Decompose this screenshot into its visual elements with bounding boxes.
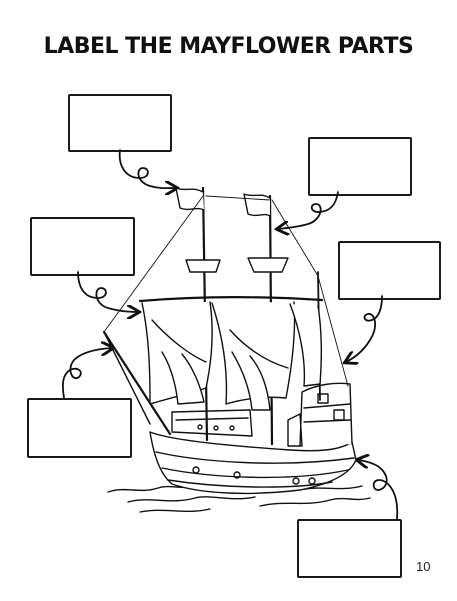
arrow-middle-left (77, 271, 138, 312)
arrow-bottom-right (358, 460, 399, 520)
arrow-top-left (118, 149, 176, 188)
ship-drawing (102, 186, 371, 513)
arrow-middle-right (346, 295, 383, 362)
label-box-bottom-left[interactable] (27, 398, 132, 458)
label-box-middle-left[interactable] (30, 217, 135, 276)
label-box-top-left[interactable] (68, 94, 172, 152)
arrow-bottom-left (62, 348, 112, 399)
label-box-bottom-right[interactable] (297, 519, 402, 578)
label-box-middle-right[interactable] (338, 241, 441, 300)
label-box-top-right[interactable] (308, 137, 412, 196)
arrow-top-right (278, 191, 339, 229)
page-number: 10 (416, 559, 431, 574)
worksheet-title: LABEL THE MAYFLOWER PARTS (43, 34, 414, 59)
